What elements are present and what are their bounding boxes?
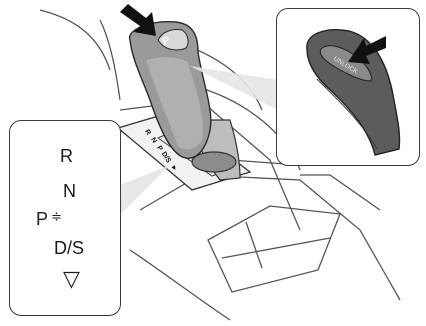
- detail-position-ds: D/S: [54, 238, 84, 259]
- unlock-handle-illustration: [277, 9, 420, 166]
- detail-position-n: N: [63, 181, 76, 202]
- detail-position-p: P: [36, 209, 48, 230]
- detail-position-r: R: [60, 146, 73, 167]
- unlock-press-arrow-icon: [344, 34, 388, 70]
- press-arrow-icon: [120, 4, 156, 36]
- p-indicator-icon: ≑: [51, 209, 62, 225]
- down-arrow-icon: ▽: [63, 266, 80, 292]
- console-lid: [208, 206, 340, 292]
- detail-inset-right: [276, 8, 420, 166]
